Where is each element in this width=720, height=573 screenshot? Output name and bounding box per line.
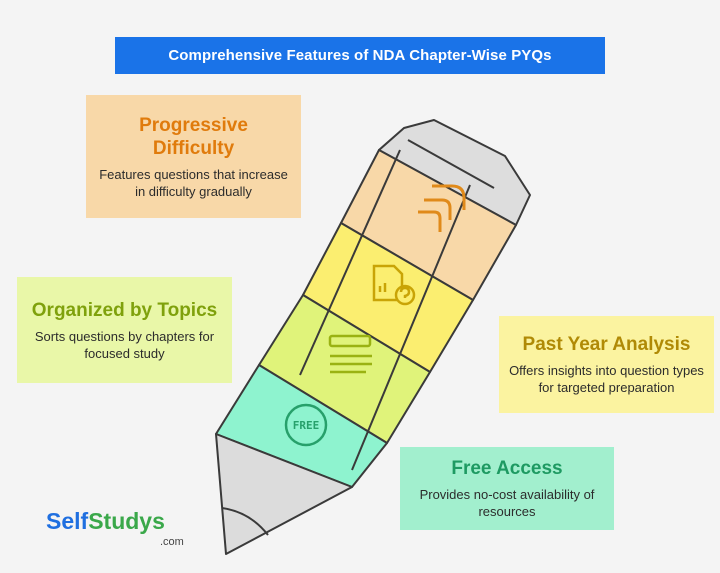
- free-badge-icon: FREE: [284, 403, 328, 447]
- card-description: Features questions that increase in diff…: [99, 166, 288, 199]
- card-description: Offers insights into question types for …: [509, 363, 704, 395]
- progress-arrows-icon: [418, 184, 466, 232]
- card-heading: Free Access: [451, 458, 563, 479]
- card-heading: Past Year Analysis: [522, 334, 691, 355]
- pencil-tip: [215, 433, 353, 555]
- logo-self: Self: [46, 508, 89, 534]
- card-organized-by-topics: Organized by Topics Sorts questions by c…: [17, 277, 232, 383]
- document-question-icon: [372, 264, 416, 306]
- card-heading: Progressive Difficulty: [139, 114, 248, 159]
- card-description: Sorts questions by chapters for focused …: [34, 328, 215, 361]
- logo-studys: Studys: [88, 508, 165, 534]
- card-description: Provides no-cost availability of resourc…: [419, 487, 595, 519]
- logo-domain: .com: [160, 536, 184, 548]
- selfstudys-logo[interactable]: SelfStudys .com: [46, 508, 184, 548]
- free-badge-label: FREE: [293, 419, 320, 432]
- card-free-access: Free Access Provides no-cost availabilit…: [400, 447, 614, 530]
- text-lines-icon: [328, 334, 372, 374]
- card-past-year-analysis: Past Year Analysis Offers insights into …: [499, 316, 714, 413]
- card-progressive-difficulty: Progressive Difficulty Features question…: [86, 95, 301, 218]
- page-title: Comprehensive Features of NDA Chapter-Wi…: [115, 37, 605, 74]
- card-heading: Organized by Topics: [31, 299, 218, 321]
